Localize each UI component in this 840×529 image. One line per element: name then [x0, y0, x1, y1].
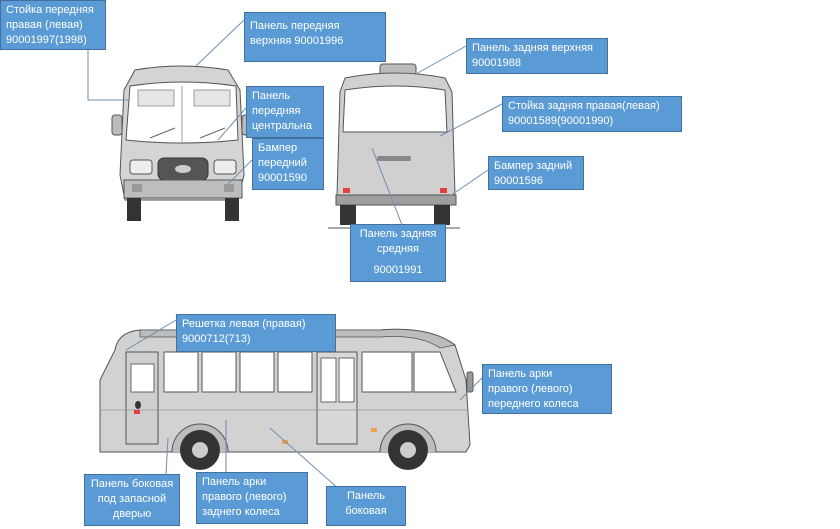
bus-front-view [111, 65, 253, 221]
label-front-pillar: Стойка передняя правая (левая) 90001997(… [0, 0, 106, 50]
label-front-bumper: Бампер передний 90001590 [252, 138, 324, 190]
label-spare-door-side-panel: Панель боковая под запасной дверью [84, 474, 180, 526]
label-front-upper-panel: Панель передняя верхняя 90001996 [244, 12, 386, 62]
label-grille: Решетка левая (правая) 9000712(713) [176, 314, 336, 352]
label-rear-upper-panel: Панель задняя верхняя 90001988 [466, 38, 608, 74]
label-front-central-panel: Панель передняя центральна [246, 86, 324, 138]
label-rear-pillar: Стойка задняя правая(левая) 90001589(900… [502, 96, 682, 132]
leader-lines [87, 19, 503, 491]
label-rear-bumper: Бампер задний 90001596 [488, 156, 584, 190]
label-front-wheel-arch: Панель арки правого (левого) переднего к… [482, 364, 612, 414]
bus-rear-view [328, 63, 460, 229]
label-rear-middle-panel: Панель задняя средняя 90001991 [350, 224, 446, 282]
label-rear-wheel-arch: Панель арки правого (левого) заднего кол… [196, 472, 308, 524]
label-side-panel: Панель боковая [326, 486, 406, 526]
bus-side-view [99, 328, 474, 470]
